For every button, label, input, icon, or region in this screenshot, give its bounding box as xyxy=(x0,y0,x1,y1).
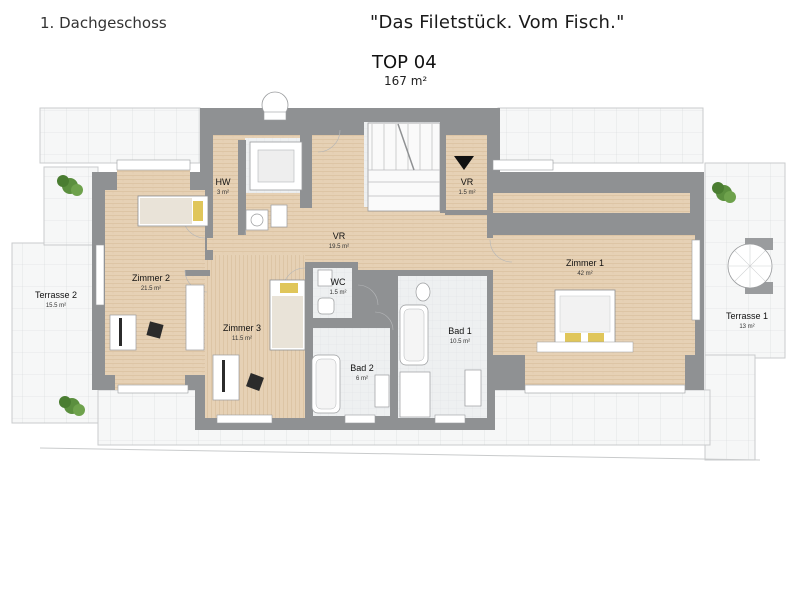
svg-text:13 m²: 13 m² xyxy=(739,324,754,330)
project-slogan: "Das Filetstück. Vom Fisch." xyxy=(370,12,625,33)
svg-text:3 m²: 3 m² xyxy=(217,190,229,196)
svg-text:1.5 m²: 1.5 m² xyxy=(458,190,475,196)
zimmer3-desk xyxy=(212,354,264,401)
room-label-hw: HW 3 m² xyxy=(216,177,231,196)
svg-text:Zimmer 1: Zimmer 1 xyxy=(566,258,604,268)
svg-text:WC: WC xyxy=(331,277,346,287)
unit-title: TOP 04 xyxy=(372,52,437,73)
plant-icon xyxy=(712,182,736,203)
entrance-triangle-icon xyxy=(454,156,474,170)
svg-text:Terrasse 2: Terrasse 2 xyxy=(35,290,77,300)
elevator-shaft xyxy=(249,141,303,191)
svg-text:6 m²: 6 m² xyxy=(356,376,368,382)
roof-vent xyxy=(261,91,289,121)
svg-text:21.5 m²: 21.5 m² xyxy=(141,286,161,292)
windows xyxy=(95,159,701,424)
room-label-terrasse1: Terrasse 1 13 m² xyxy=(726,311,768,330)
svg-text:10.5 m²: 10.5 m² xyxy=(450,339,470,345)
room-label-zimmer2: Zimmer 2 21.5 m² xyxy=(132,273,170,292)
zimmer2-desk xyxy=(109,314,164,351)
interior-walls xyxy=(185,108,493,422)
svg-text:Zimmer 2: Zimmer 2 xyxy=(132,273,170,283)
plant-icon xyxy=(59,396,85,416)
svg-text:HW: HW xyxy=(216,177,231,187)
room-label-terrasse2: Terrasse 2 15.5 m² xyxy=(35,290,77,309)
plant-icon xyxy=(57,175,83,196)
hw-appliances xyxy=(245,204,288,231)
svg-text:VR: VR xyxy=(333,231,346,241)
room-label-bad1: Bad 1 10.5 m² xyxy=(448,326,472,345)
room-label-vr-small: VR 1.5 m² xyxy=(458,177,475,196)
svg-text:11.5 m²: 11.5 m² xyxy=(232,336,252,342)
svg-text:1.5 m²: 1.5 m² xyxy=(329,290,346,296)
room-label-wc: WC 1.5 m² xyxy=(329,277,346,296)
staircase xyxy=(367,122,441,212)
svg-text:15.5 m²: 15.5 m² xyxy=(46,303,66,309)
parapet-line xyxy=(39,447,761,461)
room-label-zimmer1: Zimmer 1 42 m² xyxy=(566,258,604,277)
bad1-fixtures xyxy=(399,282,482,418)
room-label-bad2: Bad 2 6 m² xyxy=(350,363,374,382)
svg-text:Zimmer 3: Zimmer 3 xyxy=(223,323,261,333)
zimmer1-bed xyxy=(536,289,634,353)
wc-fixtures xyxy=(317,269,335,315)
svg-text:VR: VR xyxy=(461,177,474,187)
zimmer3-bed xyxy=(269,279,306,351)
terrace1-table xyxy=(727,238,773,294)
zimmer2-bed xyxy=(137,195,209,227)
svg-text:19.5 m²: 19.5 m² xyxy=(329,244,349,250)
furniture xyxy=(109,91,773,418)
room-label-vr-main: VR 19.5 m² xyxy=(329,231,349,250)
svg-text:42 m²: 42 m² xyxy=(577,271,592,277)
room-label-zimmer3: Zimmer 3 11.5 m² xyxy=(223,323,261,342)
zimmer2-wardrobe xyxy=(185,284,205,351)
svg-text:Terrasse 1: Terrasse 1 xyxy=(726,311,768,321)
terrace-2 xyxy=(11,166,99,424)
unit-area: 167 m² xyxy=(384,74,428,88)
svg-text:Bad 1: Bad 1 xyxy=(448,326,472,336)
bad2-fixtures xyxy=(311,354,390,414)
terrace-north xyxy=(39,107,704,164)
svg-text:Bad 2: Bad 2 xyxy=(350,363,374,373)
floor-label: 1. Dachgeschoss xyxy=(40,14,167,32)
